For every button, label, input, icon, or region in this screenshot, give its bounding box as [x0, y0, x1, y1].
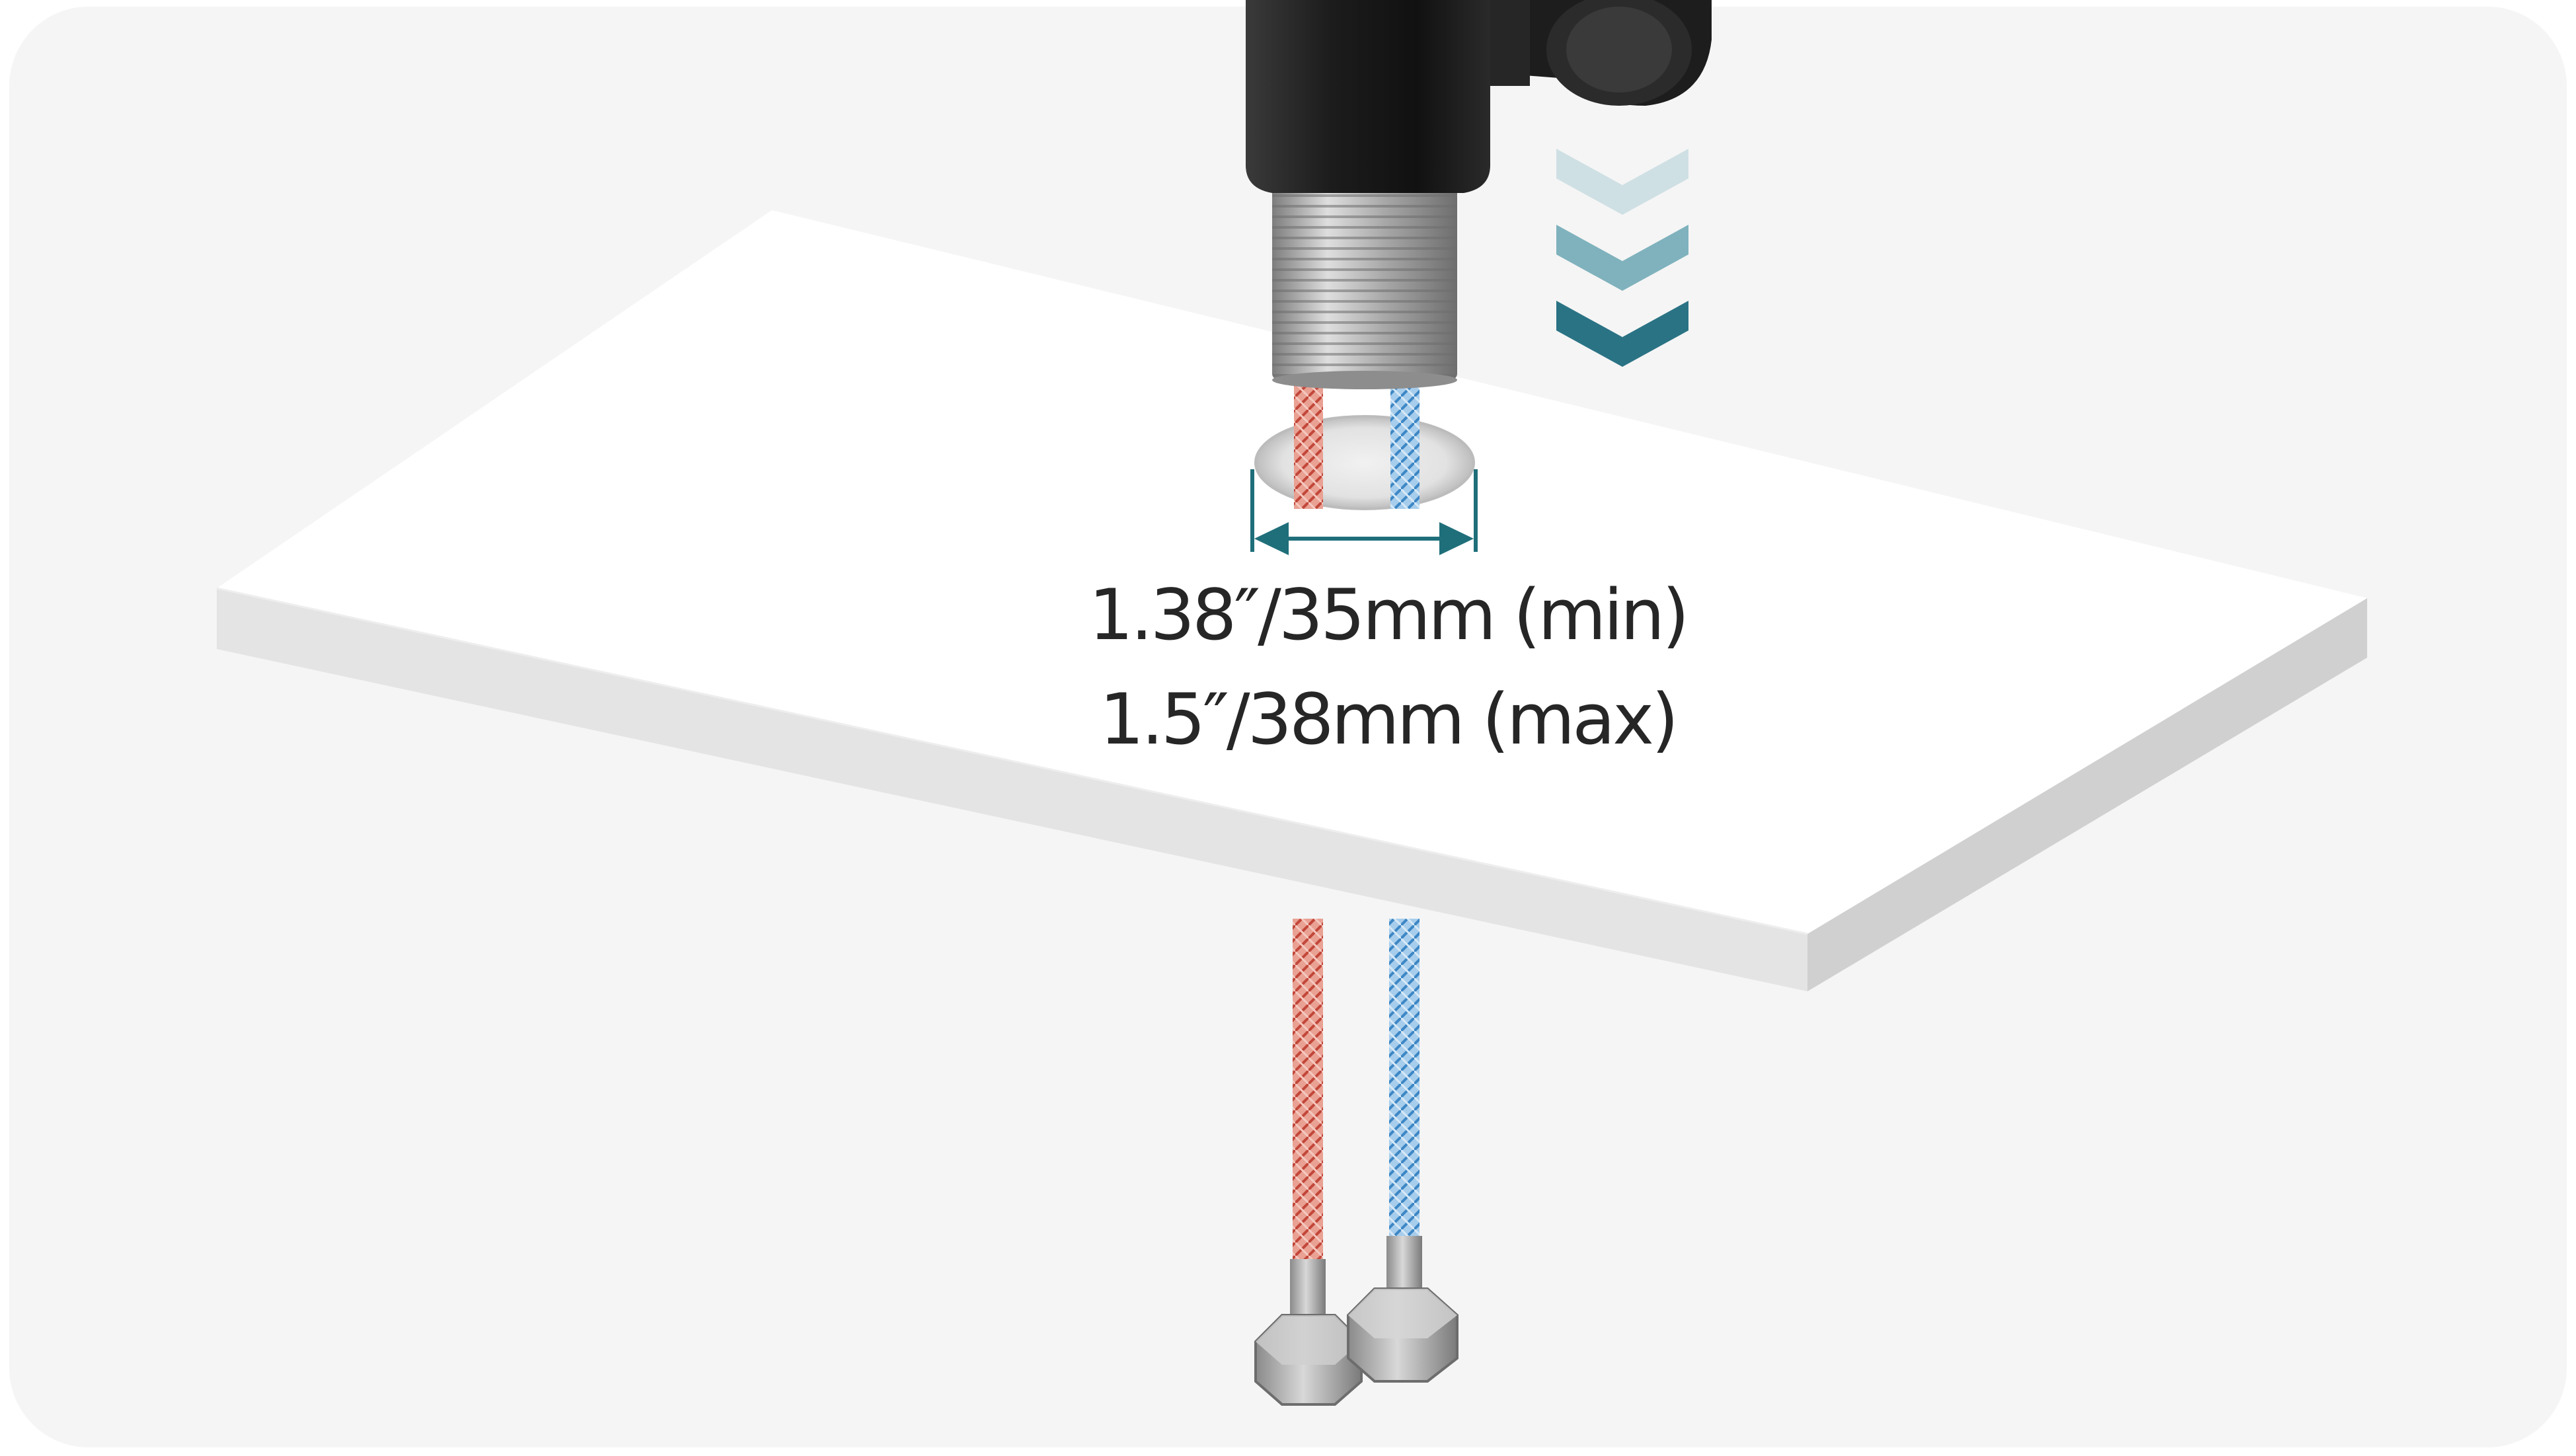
hole-diameter-dimension	[1250, 469, 1478, 555]
faucet-body	[1246, 0, 1712, 193]
downward-chevron-arrows-icon	[1556, 149, 1688, 367]
cold-water-hose-lower	[1389, 919, 1420, 1256]
countertop	[216, 210, 2367, 991]
hole-diameter-max-label: 1.5″/38mm (max)	[1099, 679, 1679, 760]
mounting-hole	[1254, 415, 1475, 510]
hole-diameter-min-label: 1.38″/35mm (min)	[1088, 574, 1689, 656]
cold-water-hose-upper	[1390, 383, 1420, 509]
hoses-above	[1294, 383, 1420, 509]
hex-nut-icon	[1254, 1287, 1458, 1406]
hot-water-hose-lower	[1293, 919, 1323, 1276]
hot-water-hose-upper	[1294, 383, 1323, 509]
faucet-shank-icon	[1272, 185, 1457, 389]
